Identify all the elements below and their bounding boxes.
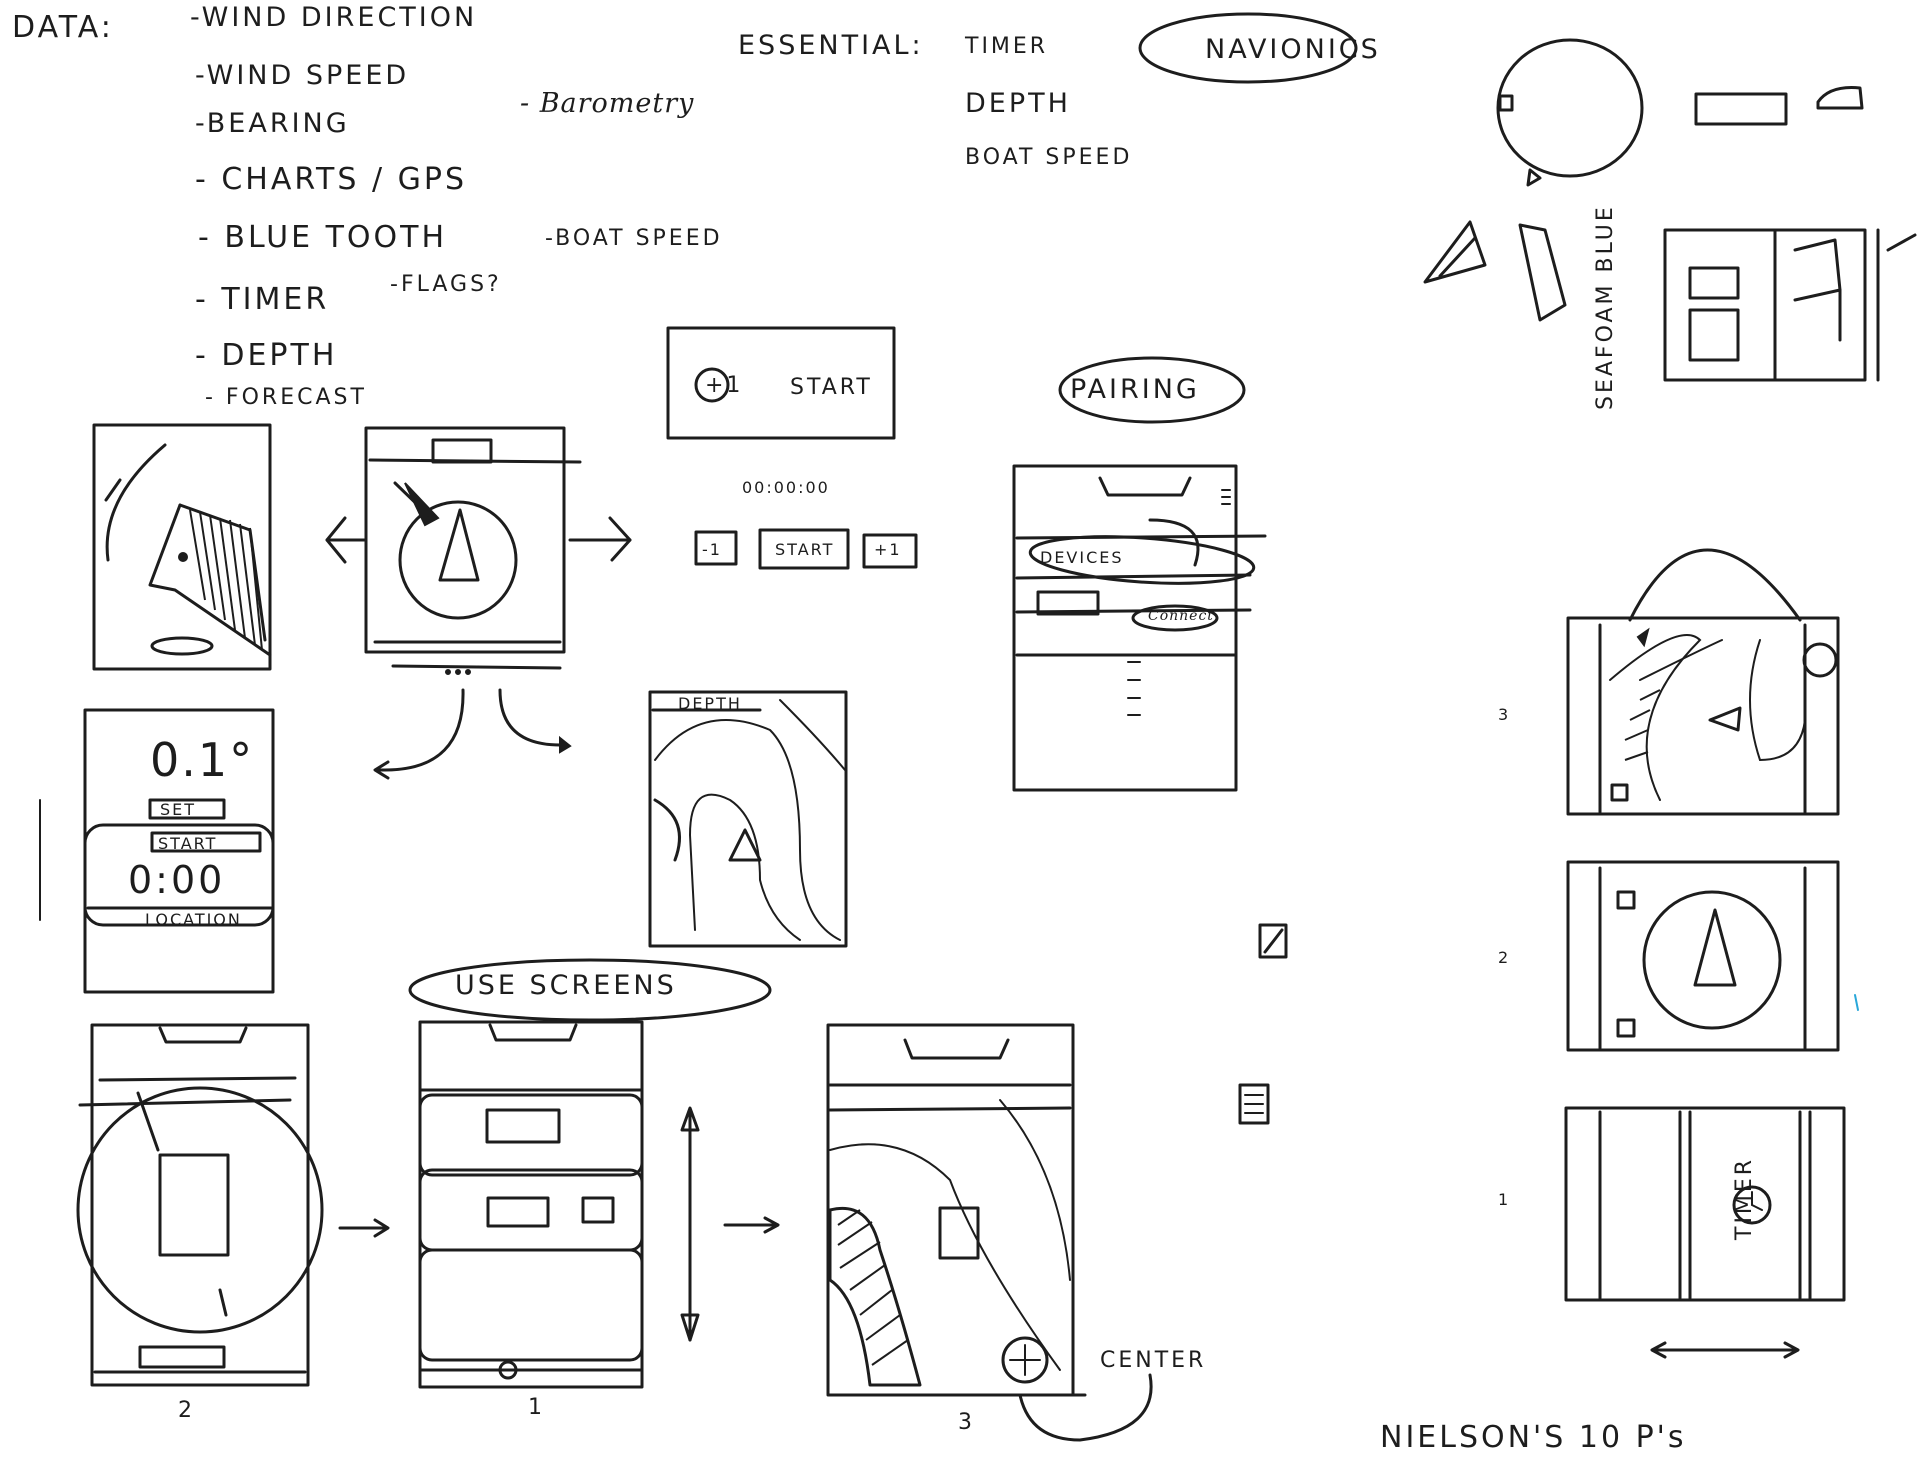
data-item-wind-direction: -WIND DIRECTION	[190, 2, 478, 33]
start-button: START	[158, 834, 218, 853]
connect-label: Connect	[1148, 608, 1214, 624]
screen-number-3: 3	[958, 1410, 975, 1435]
essential-item-timer: TIMER	[965, 34, 1049, 59]
right-number-2: 2	[1498, 948, 1511, 967]
timer-plus-btn: +1	[874, 540, 902, 559]
use-screens-outline	[408, 958, 772, 1022]
right-screen-3	[1566, 548, 1840, 816]
data-item-depth: - DEPTH	[195, 338, 338, 373]
screen-number-1: 1	[528, 1395, 545, 1420]
small-icons	[1238, 923, 1288, 1125]
side-item-barometry: - Barometry	[520, 88, 695, 119]
watch-sketches	[1423, 38, 1917, 382]
data-item-forecast: - FORECAST	[205, 385, 367, 410]
data-item-charts-gps: - CHARTS / GPS	[195, 162, 467, 197]
use-screen-1	[418, 1020, 780, 1389]
screen-number-2: 2	[178, 1398, 195, 1423]
essential-item-boat-speed: BOAT SPEED	[965, 145, 1133, 170]
data-item-bluetooth: - BLUE TOOTH	[198, 220, 448, 255]
timer-time: 00:00:00	[742, 478, 830, 497]
data-item-wind-speed: -WIND SPEED	[195, 60, 410, 91]
data-item-timer: - TIMER	[195, 282, 330, 317]
pairing-screen	[1012, 356, 1267, 792]
data-item-bearing: -BEARING	[195, 108, 350, 139]
use-screen-3	[826, 1023, 1153, 1442]
essential-item-depth: DEPTH	[965, 88, 1071, 119]
depth-chart-sketch	[648, 690, 848, 948]
side-item-flags: -FLAGS?	[390, 272, 502, 297]
right-number-1: 1	[1498, 1190, 1511, 1209]
nielson-note: NIELSON'S 10 P's	[1380, 1420, 1687, 1455]
location-label: LOCATION	[145, 910, 242, 929]
phone-reading-sketch	[39, 708, 275, 994]
side-item-boat-speed: -BOAT SPEED	[545, 226, 723, 251]
right-screen-2	[1566, 860, 1859, 1052]
wireframe-compass-screen	[325, 426, 632, 780]
timer-display: 0:00	[128, 858, 226, 902]
reading-value: 0.1°	[150, 733, 255, 787]
depth-label: DEPTH	[678, 694, 742, 713]
color-note: SEAFOAM BLUE	[1593, 204, 1618, 410]
timer-vertical-label: TIMER	[1732, 1156, 1757, 1240]
timer-plus-one: +1	[705, 373, 744, 398]
essential-label: ESSENTIAL:	[738, 30, 924, 61]
timer-minus-btn: -1	[702, 540, 722, 559]
use-screens-label: USE SCREENS	[455, 970, 677, 1001]
use-screen-2	[76, 1023, 390, 1387]
pairing-label: PAIRING	[1070, 374, 1200, 405]
set-button: SET	[160, 800, 197, 819]
timer-start-btn: START	[775, 540, 835, 559]
data-header: DATA:	[12, 10, 114, 45]
center-label: CENTER	[1100, 1348, 1207, 1373]
timer-sketch	[666, 326, 918, 570]
wireframe-sail-screen	[92, 423, 272, 671]
right-screen-1	[1564, 1106, 1846, 1359]
devices-label: DEVICES	[1040, 548, 1124, 567]
timer-start-label: START	[790, 375, 873, 400]
navionics-outline	[1138, 12, 1358, 84]
right-number-3: 3	[1498, 705, 1511, 724]
navionics-label: NAVIONICS	[1205, 34, 1381, 65]
